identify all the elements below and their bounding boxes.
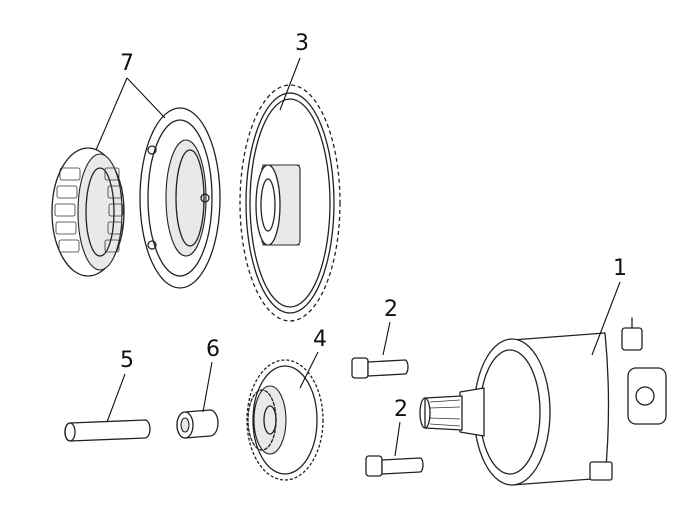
callout-3: 3 bbox=[295, 31, 309, 56]
callout-6: 6 bbox=[206, 337, 220, 362]
starter-motor bbox=[419, 317, 667, 486]
one-way-clutch-sprag bbox=[51, 147, 125, 277]
bolt-upper bbox=[351, 357, 409, 379]
callout-4: 4 bbox=[313, 327, 327, 352]
callout-2-lower: 2 bbox=[394, 397, 408, 422]
clutch-outer-housing bbox=[139, 107, 221, 289]
leader-lines bbox=[95, 57, 621, 457]
shaft bbox=[64, 419, 151, 442]
callout-5: 5 bbox=[120, 348, 134, 373]
callout-numbers: 7 3 1 2 2 4 5 6 bbox=[120, 31, 627, 422]
bolt-lower bbox=[365, 455, 424, 477]
callout-2-upper: 2 bbox=[384, 297, 398, 322]
callout-7: 7 bbox=[120, 51, 134, 76]
bushing bbox=[176, 409, 219, 439]
starter-driven-gear bbox=[239, 84, 341, 322]
idler-gear bbox=[246, 359, 324, 481]
callout-1: 1 bbox=[613, 256, 627, 281]
